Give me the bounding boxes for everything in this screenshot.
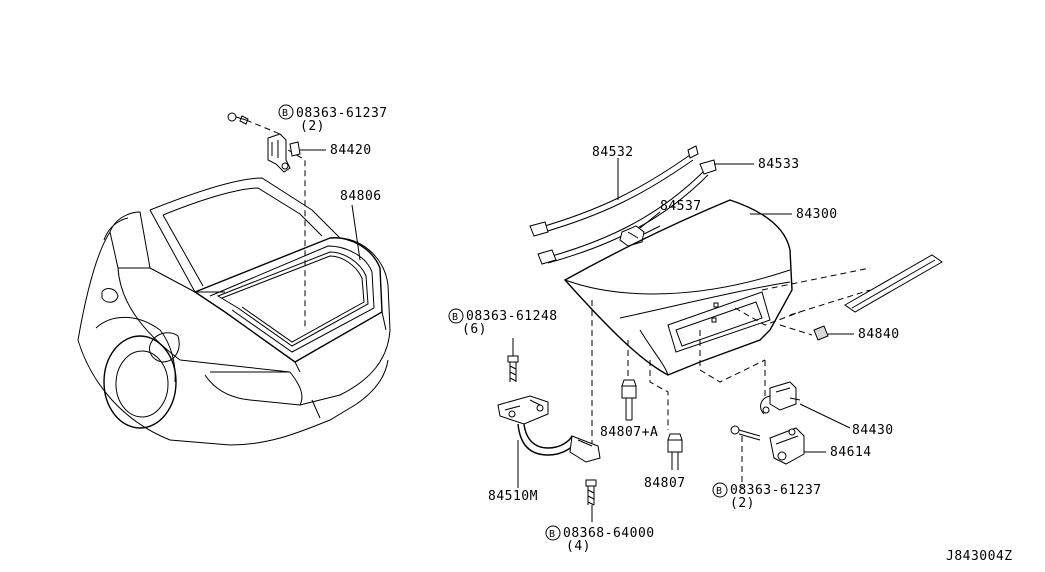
svg-text:84430: 84430 [852, 423, 894, 438]
svg-text:(2): (2) [730, 496, 755, 511]
car-rear-illustration [77, 177, 391, 446]
svg-text:B: B [282, 108, 289, 119]
callout-bolt-latch: B 08363-61237 (2) [712, 482, 822, 511]
grommet-84840 [813, 325, 829, 341]
bumper-rubber-84807 [667, 433, 683, 470]
finisher-strip [844, 254, 943, 313]
callout-84614: 84614 [804, 445, 872, 460]
svg-text:84532: 84532 [592, 145, 634, 160]
callout-84807: 84807 [644, 476, 686, 491]
svg-text:84420: 84420 [330, 143, 372, 158]
callout-84300: 84300 [750, 207, 838, 222]
svg-text:84840: 84840 [858, 327, 900, 342]
bolt-symbol-icon [448, 308, 464, 324]
diagram-id-label: J843004Z [946, 549, 1013, 564]
svg-text:84807: 84807 [644, 476, 686, 491]
callout-84430: 84430 [799, 403, 894, 438]
svg-text:84300: 84300 [796, 207, 838, 222]
svg-text:B: B [716, 486, 723, 497]
svg-text:84537: 84537 [660, 199, 702, 214]
callout-84533: 84533 [714, 157, 800, 172]
callout-84840: 84840 [828, 327, 900, 342]
callout-84532: 84532 [592, 145, 634, 200]
callout-84510m: 84510M [488, 440, 538, 504]
trunk-lid-84300 [563, 199, 793, 376]
bolt-symbol-icon [545, 525, 561, 541]
svg-text:J843004Z: J843004Z [946, 549, 1013, 564]
svg-text:(6): (6) [462, 322, 487, 337]
callout-qty: (2) [300, 119, 325, 134]
callout-code: 08363-61237 [296, 106, 388, 121]
callout-84420: 84420 [300, 143, 372, 158]
trunk-lock-84430 [760, 381, 801, 415]
svg-text:84806: 84806 [340, 189, 382, 204]
svg-text:84533: 84533 [758, 157, 800, 172]
trunk-hinge-84510m [497, 355, 601, 506]
svg-text:84614: 84614 [830, 445, 872, 460]
trunk-latch-84614 [730, 425, 805, 465]
callout-84537: 84537 [639, 199, 702, 229]
callout-bolt-bottom: B 08368-64000 (4) [545, 505, 655, 554]
svg-text:84807+A: 84807+A [600, 425, 658, 440]
bolt-symbol-icon [712, 482, 728, 498]
svg-text:08363-61248: 08363-61248 [466, 309, 558, 324]
svg-text:08363-61237: 08363-61237 [730, 483, 822, 498]
clip-84537 [619, 225, 661, 247]
trunk-latch-striker-84420 [267, 133, 301, 173]
svg-text:(4): (4) [566, 539, 591, 554]
release-cable-84533 [537, 159, 717, 265]
svg-text:B: B [452, 312, 459, 323]
callout-bolt-hinge: B 08363-61248 (6) [448, 308, 558, 356]
callout-bolt-top: B 08363-61237 (2) [278, 104, 388, 134]
svg-text:B: B [549, 529, 556, 540]
bolt-symbol-icon [278, 104, 294, 120]
bolt-top-part [227, 112, 249, 125]
callout-84806: 84806 [340, 189, 382, 261]
leader-lines-left [245, 119, 306, 330]
svg-text:84510M: 84510M [488, 489, 538, 504]
svg-text:08368-64000: 08368-64000 [563, 526, 655, 541]
leader-lines-lid [591, 267, 871, 488]
callout-84807a: 84807+A [600, 425, 658, 440]
bumper-rubber-84807a [621, 379, 637, 421]
